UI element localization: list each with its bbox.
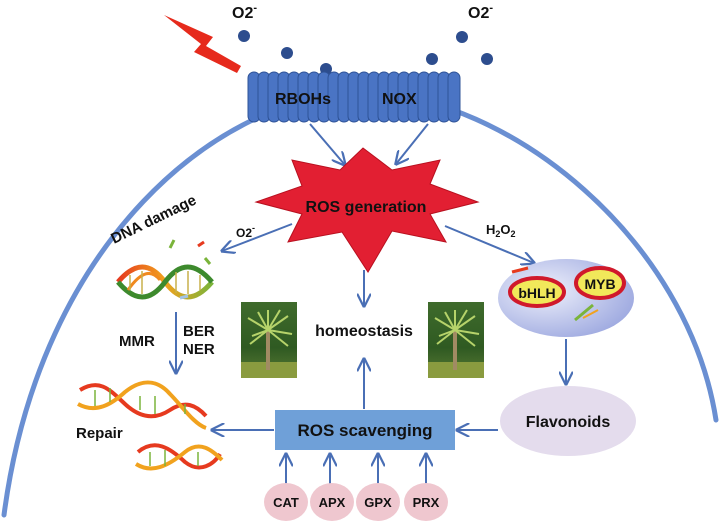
rbohs-label: RBOHs (275, 91, 331, 108)
ros-generation-label: ROS generation (306, 199, 427, 216)
enzyme-gpx-label: GPX (364, 495, 392, 510)
ros-generation-burst (254, 147, 480, 273)
dna-damage-label: DNA damage (108, 192, 199, 248)
superoxide-label-right: O2- (468, 2, 493, 22)
superoxide-label-dna: O2- (236, 223, 255, 240)
repaired-dna-icon (77, 380, 224, 471)
arrow-nox-to-ros (396, 123, 429, 164)
nox-label: NOX (382, 91, 417, 108)
homeostasis-label: homeostasis (315, 323, 413, 340)
enzyme-gpx (356, 483, 400, 521)
enzyme-apx-label: APX (319, 495, 346, 510)
arrow-ros-to-nucleus (444, 225, 534, 263)
myb-label: MYB (584, 276, 615, 292)
bhlh-label: bHLH (518, 285, 555, 301)
palm-tree-photo-right (428, 302, 484, 378)
enzyme-cat (264, 483, 308, 521)
enzyme-prx (404, 483, 448, 521)
flavonoids-label: Flavonoids (526, 414, 611, 431)
damaged-dna-icon (116, 239, 214, 300)
myb-factor (574, 266, 626, 300)
ros-scavenging-label: ROS scavenging (297, 421, 432, 440)
lightning-icon (164, 15, 241, 73)
palm-tree-photo-left (241, 302, 297, 378)
h2o2-label: H2O2 (486, 222, 516, 239)
repair-label: Repair (76, 425, 123, 442)
nucleus-dna-fragment-3 (582, 309, 599, 319)
superoxide-particle-icons (238, 30, 493, 75)
ber-label: BER (183, 323, 215, 340)
nucleus-dna-fragment-2 (574, 303, 594, 322)
flavonoids-ellipse (500, 386, 636, 456)
ros-scavenging-box (275, 410, 455, 450)
bhlh-factor (508, 276, 566, 308)
ner-label: NER (183, 341, 215, 358)
arrow-ros-to-dna (222, 223, 293, 251)
superoxide-label-left: O2- (232, 2, 257, 22)
nucleus-dna-fragment (511, 266, 529, 274)
mmr-label: MMR (119, 333, 155, 350)
membrane-channels (247, 71, 461, 123)
enzyme-arrows (286, 454, 426, 484)
arrow-rbohs-to-ros (309, 123, 345, 165)
enzyme-prx-label: PRX (413, 495, 440, 510)
enzyme-cat-label: CAT (273, 495, 299, 510)
enzyme-apx (310, 483, 354, 521)
